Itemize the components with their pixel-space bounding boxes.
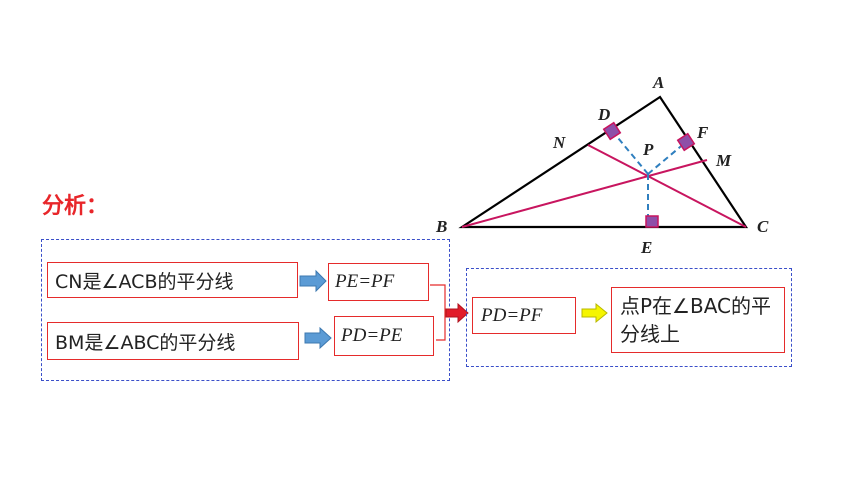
bisector-cn bbox=[587, 144, 747, 228]
right-reasoning-group bbox=[466, 268, 792, 367]
label-p: P bbox=[642, 140, 654, 159]
conclusion-text: 点P在∠BAC的平分线上 bbox=[620, 294, 772, 346]
result-pd-pe: PD=PE bbox=[334, 316, 434, 356]
analysis-heading: 分析： bbox=[42, 194, 109, 219]
label-d: D bbox=[597, 105, 610, 124]
combined-pd-pf-text: PD=PF bbox=[481, 304, 543, 326]
result-pd-pe-text: PD=PE bbox=[341, 325, 403, 346]
label-m: M bbox=[715, 151, 732, 170]
label-c: C bbox=[757, 217, 769, 236]
premise-cn-bisector: CN是∠ACB的平分线 bbox=[47, 262, 298, 298]
right-angle-mark-d bbox=[602, 121, 622, 141]
label-a: A bbox=[652, 73, 664, 92]
yellow-arrow bbox=[581, 302, 608, 324]
bisector-bm bbox=[461, 159, 708, 228]
label-n: N bbox=[552, 133, 566, 152]
label-b: B bbox=[435, 217, 447, 236]
conclusion-box: 点P在∠BAC的平分线上 bbox=[611, 287, 785, 353]
label-f: F bbox=[696, 123, 709, 142]
blue-arrow-2 bbox=[304, 326, 332, 350]
result-pe-pf-text: PE=PF bbox=[335, 271, 395, 292]
red-arrow bbox=[445, 302, 469, 324]
premise-bm-bisector: BM是∠ABC的平分线 bbox=[47, 322, 299, 360]
combined-pd-pf: PD=PF bbox=[472, 297, 576, 334]
perpendicular-pd bbox=[612, 131, 649, 175]
right-angle-mark-f bbox=[676, 132, 696, 152]
perpendicular-pf bbox=[647, 141, 687, 175]
blue-arrow-1 bbox=[299, 269, 327, 293]
right-angle-mark-e bbox=[645, 215, 659, 228]
label-e: E bbox=[640, 238, 652, 257]
result-pe-pf: PE=PF bbox=[328, 263, 429, 301]
premise-bm-text: BM是∠ABC的平分线 bbox=[55, 331, 236, 354]
bracket-line bbox=[430, 284, 446, 341]
premise-cn-text: CN是∠ACB的平分线 bbox=[55, 270, 234, 293]
